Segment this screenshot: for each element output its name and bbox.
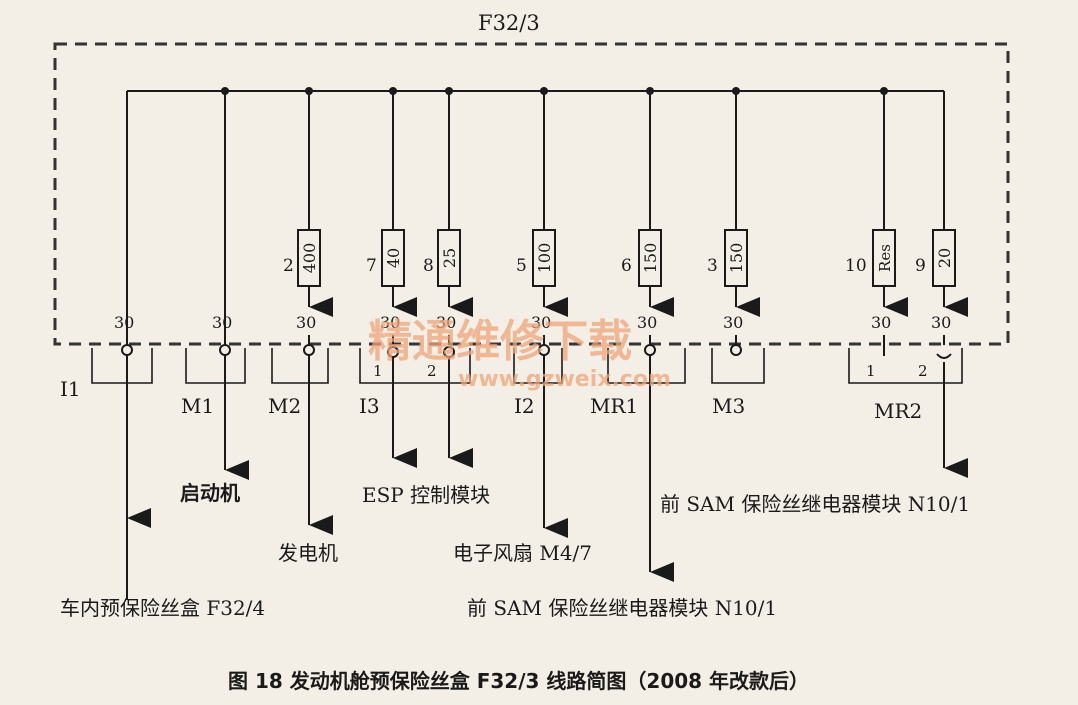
fuse-10-number: 10: [845, 256, 867, 276]
fuse-2-number: 2: [283, 256, 294, 276]
watermark-url: www.gzweix.com: [458, 367, 671, 392]
fuse-box-label: F32/3: [478, 11, 540, 35]
terminal-labels: 30 30 30 30 30 30 30 30 30 30: [114, 313, 951, 332]
connector-mr1: MR1: [590, 394, 638, 418]
fuse-5-rating: 100: [535, 243, 554, 274]
i3-pin-1-label: 1: [373, 362, 383, 380]
alternator-label: 发电机: [278, 541, 338, 565]
fuse-branch-6: 150 6: [621, 91, 674, 345]
fuse-box-outline: [53, 42, 1010, 346]
sam-module-upper-label: 前 SAM 保险丝继电器模块 N10/1: [660, 492, 970, 516]
esp-module-label: ESP 控制模块: [362, 483, 490, 507]
watermark-text: 精通维修下载: [368, 316, 632, 367]
terminal-30-m2: 30: [296, 313, 316, 332]
fuse-branch-8: 25 8: [423, 91, 473, 345]
connector-i2: I2: [514, 394, 535, 418]
fuse-2-rating: 400: [300, 243, 319, 274]
fuse-5-number: 5: [516, 256, 527, 276]
terminal-30-m3: 30: [723, 313, 743, 332]
terminal-30-i2: 30: [531, 313, 551, 332]
mr2-pin-2: [936, 353, 952, 359]
connector-i1: I1: [60, 377, 81, 401]
terminal-30-m1: 30: [212, 313, 232, 332]
fuse-3-rating: 150: [727, 243, 746, 274]
terminal-30-mr2a: 30: [871, 313, 891, 332]
fuse-6-number: 6: [621, 256, 632, 276]
fuse-branch-9: 20 9: [915, 91, 968, 345]
starter-label: 启动机: [180, 481, 240, 505]
fuse-10-rating: Res: [876, 244, 894, 272]
connector-pins: [121, 344, 742, 358]
terminal-30-i3b: 30: [436, 313, 456, 332]
connector-m1: M1: [181, 394, 214, 418]
fuse-branch-3: 150 3: [707, 91, 760, 345]
connector-i3: I3: [359, 394, 380, 418]
sam-module-lower-label: 前 SAM 保险丝继电器模块 N10/1: [467, 596, 777, 620]
connector-mr2: MR2: [874, 399, 922, 423]
mr2-pin-1-label: 1: [866, 362, 876, 380]
mr2-pin-2-label: 2: [918, 362, 928, 380]
fuse-branch-5: 100 5: [516, 91, 568, 345]
connector-m2: M2: [268, 394, 301, 418]
fuse-9-number: 9: [915, 256, 926, 276]
fuse-7-number: 7: [366, 256, 377, 276]
fuse-branch-2: 400 2: [283, 91, 333, 345]
terminal-30-i1: 30: [114, 313, 134, 332]
fuse-6-rating: 150: [641, 243, 660, 274]
terminal-30-mr1: 30: [637, 313, 657, 332]
terminal-30-i3a: 30: [380, 313, 400, 332]
connector-brackets: [91, 348, 963, 384]
fuse-branch-7: 40 7: [366, 91, 417, 345]
fan-label: 电子风扇 M4/7: [453, 541, 592, 565]
fuse-8-rating: 25: [440, 248, 459, 268]
fuse-8-number: 8: [423, 256, 434, 276]
fuse-branch-10: Res 10: [845, 91, 908, 345]
figure-caption: 图 18 发动机舱预保险丝盒 F32/3 线路简图（2008 年改款后）: [228, 669, 809, 693]
connector-m3: M3: [712, 394, 745, 418]
fuse-9-rating: 20: [935, 248, 954, 268]
fuse-7-rating: 40: [384, 248, 403, 268]
terminal-30-mr2b: 30: [931, 313, 951, 332]
interior-fuse-box-label: 车内预保险丝盒 F32/4: [60, 596, 265, 620]
i3-pin-2-label: 2: [427, 362, 437, 380]
fuse-3-number: 3: [707, 256, 718, 276]
